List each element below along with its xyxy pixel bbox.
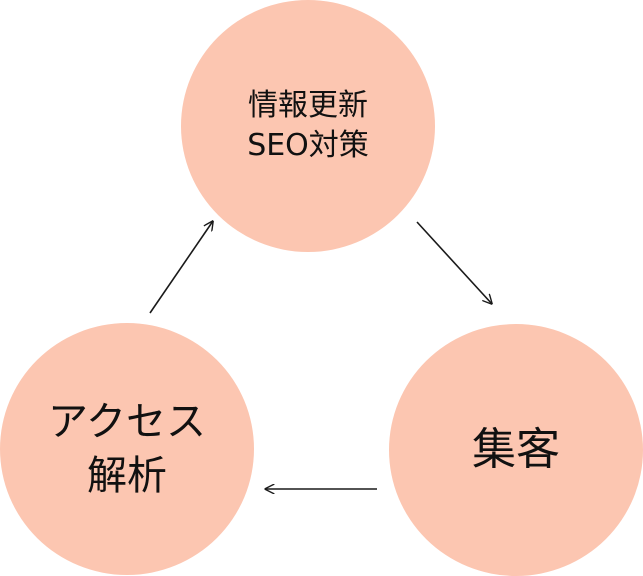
node-access-analysis: アクセス 解析 [0,323,254,575]
arrow-left-to-top [149,221,213,314]
node-top-label-line1: 情報更新 [248,88,368,123]
arrow-top-to-right [416,221,492,304]
node-info-update-seo: 情報更新 SEO対策 [181,0,435,252]
node-right-label: 集客 [472,424,560,475]
node-customer-acquisition: 集客 [389,324,643,576]
node-left-label-line1: アクセス [48,399,206,445]
node-top-label-line2: SEO対策 [247,128,369,163]
node-left-label-line2: 解析 [87,453,167,499]
